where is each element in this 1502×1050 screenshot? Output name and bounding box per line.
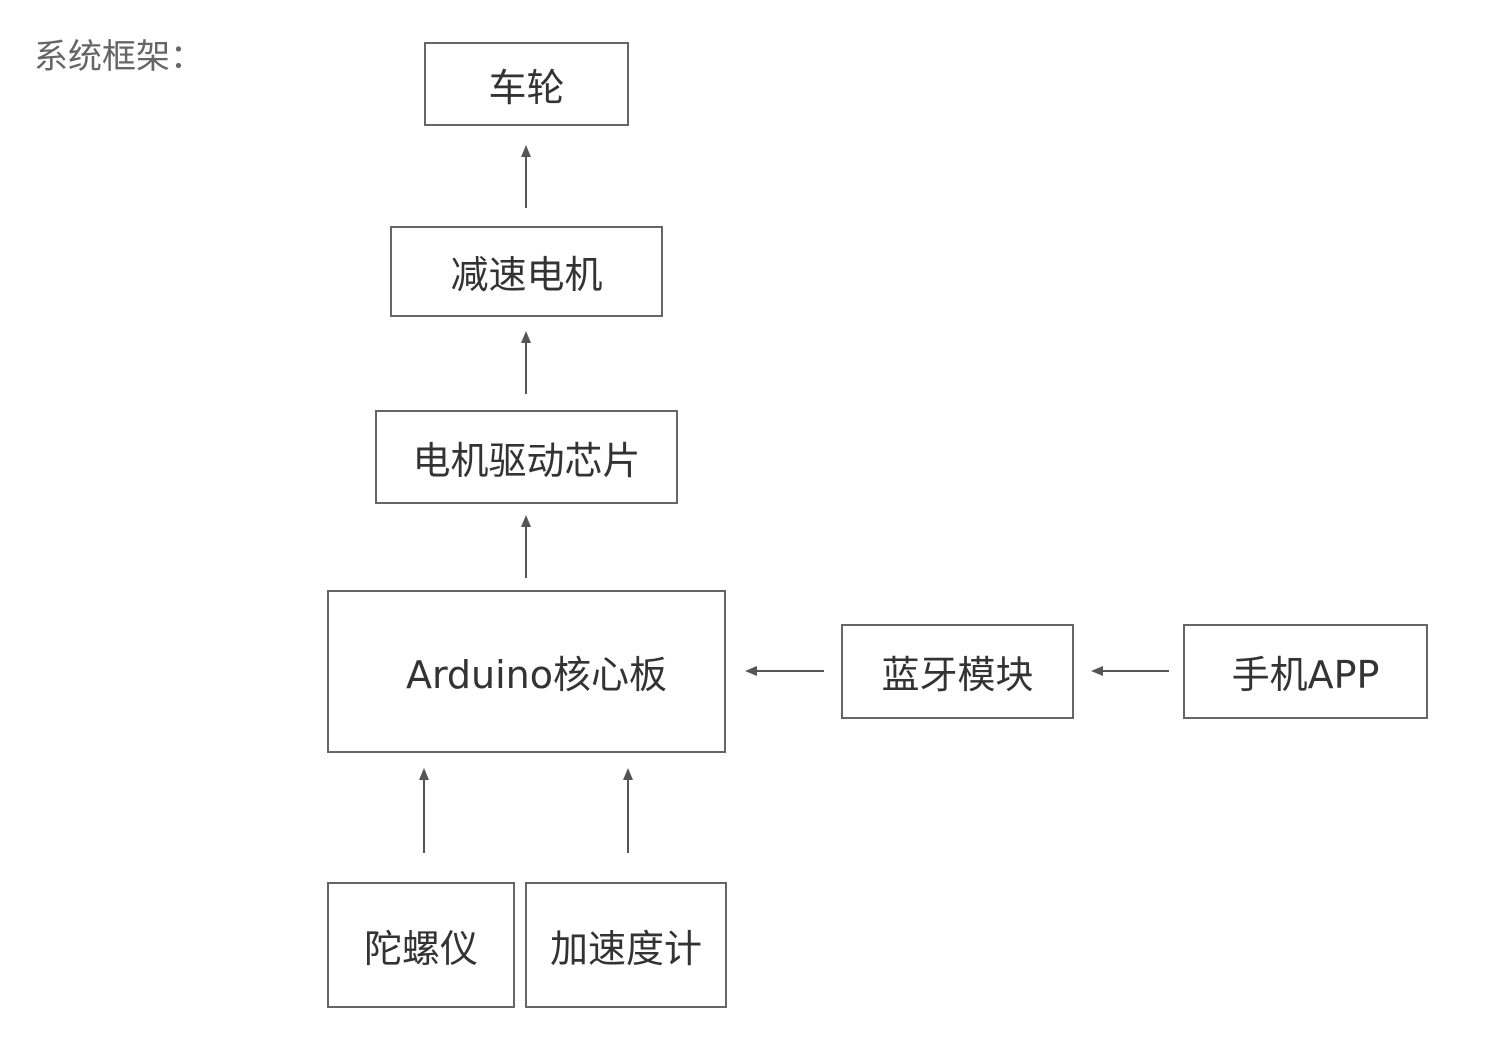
- node-gear-motor: 减速电机: [390, 226, 663, 317]
- diagram-title: 系统框架：: [34, 37, 204, 77]
- arrow-arduino-to-motor-driver: [521, 515, 531, 578]
- arrow-gyroscope-to-arduino: [419, 768, 429, 853]
- node-arduino: Arduino核心板: [327, 590, 726, 753]
- node-motor-driver: 电机驱动芯片: [375, 410, 678, 504]
- arrow-bluetooth-to-arduino: [745, 666, 824, 676]
- node-accelerometer: 加速度计: [525, 882, 727, 1008]
- node-phone-app: 手机APP: [1183, 624, 1428, 719]
- node-bluetooth: 蓝牙模块: [841, 624, 1074, 719]
- arrow-motor-driver-to-gear-motor: [521, 331, 531, 394]
- arrow-phone-app-to-bluetooth: [1091, 666, 1169, 676]
- arrow-gear-motor-to-wheel: [521, 145, 531, 208]
- arrow-accelerometer-to-arduino: [623, 768, 633, 853]
- node-wheel: 车轮: [424, 42, 629, 126]
- node-gyroscope: 陀螺仪: [327, 882, 515, 1008]
